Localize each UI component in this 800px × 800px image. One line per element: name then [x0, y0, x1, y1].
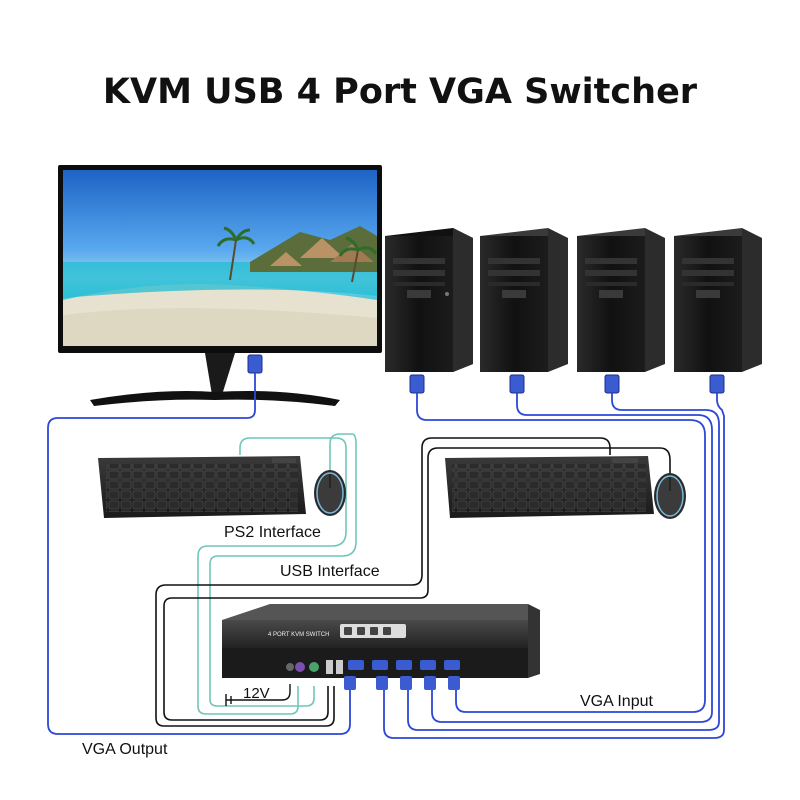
pc-tower-4 [674, 228, 762, 372]
vga-input-cables [383, 393, 725, 739]
vga-input-label: VGA Input [580, 693, 653, 710]
pc-towers [385, 228, 762, 394]
diagram-title: KVM USB 4 Port VGA Switcher [102, 72, 698, 112]
usb-cables [155, 437, 671, 727]
power-cable [225, 684, 291, 706]
power-12v-label: 12V [243, 685, 270, 702]
vga-output-label: VGA Output [82, 741, 168, 758]
usb-mouse [654, 473, 686, 519]
vga-output-cable [47, 373, 351, 735]
kvm-switch: 4 PORT KVM SWITCH [222, 604, 540, 690]
pc-tower-3 [577, 228, 665, 372]
pc-tower-1 [385, 228, 473, 372]
monitor [58, 165, 382, 406]
switch-panel-label: 4 PORT KVM SWITCH [268, 632, 329, 638]
ps2-cable [197, 433, 357, 715]
usb-keyboard [445, 456, 654, 518]
usb-interface-label: USB Interface [280, 563, 380, 580]
ps2-keyboard [98, 456, 306, 518]
ps2-mouse [314, 470, 346, 516]
pc-tower-2 [480, 228, 568, 372]
ps2-interface-label: PS2 Interface [224, 524, 321, 541]
